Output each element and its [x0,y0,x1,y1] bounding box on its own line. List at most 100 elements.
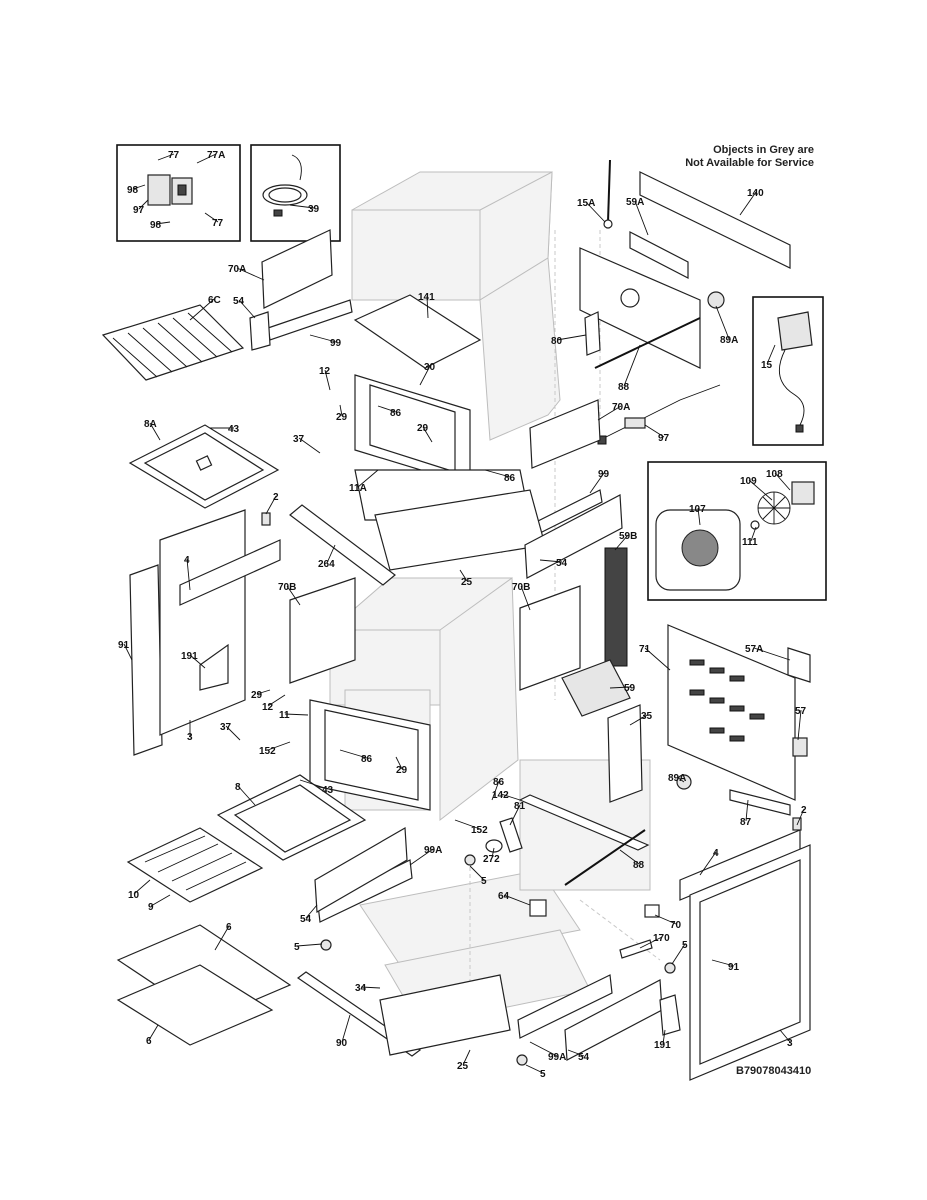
inset-box-wiring [116,144,241,242]
part-label: 3 [787,1038,793,1049]
leader-line [609,686,631,689]
fan-blade [757,491,791,525]
part-foot-2 [320,939,332,951]
part-label: 99 [330,338,342,349]
part-rod-lower [564,829,646,886]
leader-line [148,1024,159,1041]
part-81 [499,817,523,853]
leader-line [454,819,481,830]
power-cord-coil [262,184,308,206]
part-label: 108 [766,469,783,480]
leader-line [284,713,309,716]
part-label: 59A [626,197,644,208]
part-label: 86 [493,777,505,788]
fan-motor [791,481,815,505]
part-rear-panel-lower [667,624,796,801]
leader-line [296,943,323,947]
part-slide-left [267,299,353,341]
part-label: 152 [471,825,488,836]
part-label: 4 [184,555,190,566]
terminal-block [147,174,171,206]
part-side-trim-left [129,564,163,756]
leader-line [503,894,531,906]
part-label: 59B [619,531,637,542]
part-label: 97 [658,433,670,444]
leader-line [189,298,215,321]
part-insulation-upper-right [529,399,601,469]
part-insulation-upper-left [261,229,333,309]
part-cross-bracket [179,539,281,606]
part-label: 54 [233,296,245,307]
leader-line [357,469,379,488]
part-label: 142 [492,790,509,801]
part-label: 71 [639,644,651,655]
leader-line [779,1029,791,1043]
part-label: 91 [728,962,740,973]
leader-line [623,344,641,387]
leader-line [341,1014,351,1043]
leader-line [422,426,433,443]
part-top-plate [353,294,482,369]
part-label: 57 [795,706,807,717]
part-label: 70B [278,582,296,593]
leader-line [155,221,171,225]
leader-line [339,404,343,417]
leader-line [324,369,331,391]
part-label: 98 [127,185,139,196]
part-element-59 [561,659,631,717]
leader-line [204,212,219,223]
control-board [777,311,813,351]
leader-line [676,776,685,783]
leader-line [289,204,315,209]
leader-line [150,894,171,907]
leader-line [267,741,291,751]
leader-line [500,793,521,801]
part-label: 99A [424,845,442,856]
part-label: 70A [228,264,246,275]
part-label: 90 [336,1038,348,1049]
part-label: 12 [319,366,331,377]
part-272 [485,839,503,853]
part-label: 54 [578,1052,590,1063]
leader-line [671,943,686,965]
leader-line [469,865,485,881]
leader-lines [123,153,805,1074]
leader-line [748,479,773,501]
part-label: 5 [540,1069,546,1080]
leader-line [189,654,206,669]
leader-line [286,585,301,606]
cord-plug [273,209,283,217]
part-label: 80 [551,336,563,347]
leader-line [409,848,434,866]
part-motor [707,291,725,309]
leader-line [619,849,640,865]
part-label: 25 [461,577,473,588]
part-label: 3 [187,732,193,743]
leader-line [123,643,133,661]
leader-line [484,469,511,478]
leader-line [644,424,665,438]
part-label: 30 [424,362,436,373]
leader-line [377,405,397,413]
part-label: 5 [682,940,688,951]
part-label: 77 [212,218,224,229]
leader-line [745,799,749,822]
part-label: 91 [118,640,130,651]
part-bracket [629,231,689,279]
leader-line [556,334,587,341]
part-label: 11A [349,483,367,494]
part-rack-6c [101,304,245,381]
part-label: 34 [355,983,367,994]
part-label: 2 [801,805,807,816]
cover-grille [681,529,719,567]
part-label: 89A [668,773,686,784]
inset-box-control [752,296,824,446]
leader-line [585,201,606,223]
leader-line [614,534,629,551]
leader-line [753,647,791,661]
part-191-right [659,994,681,1036]
leader-line [214,925,230,951]
part-label: 70A [612,402,630,413]
part-label: 39 [308,204,320,215]
